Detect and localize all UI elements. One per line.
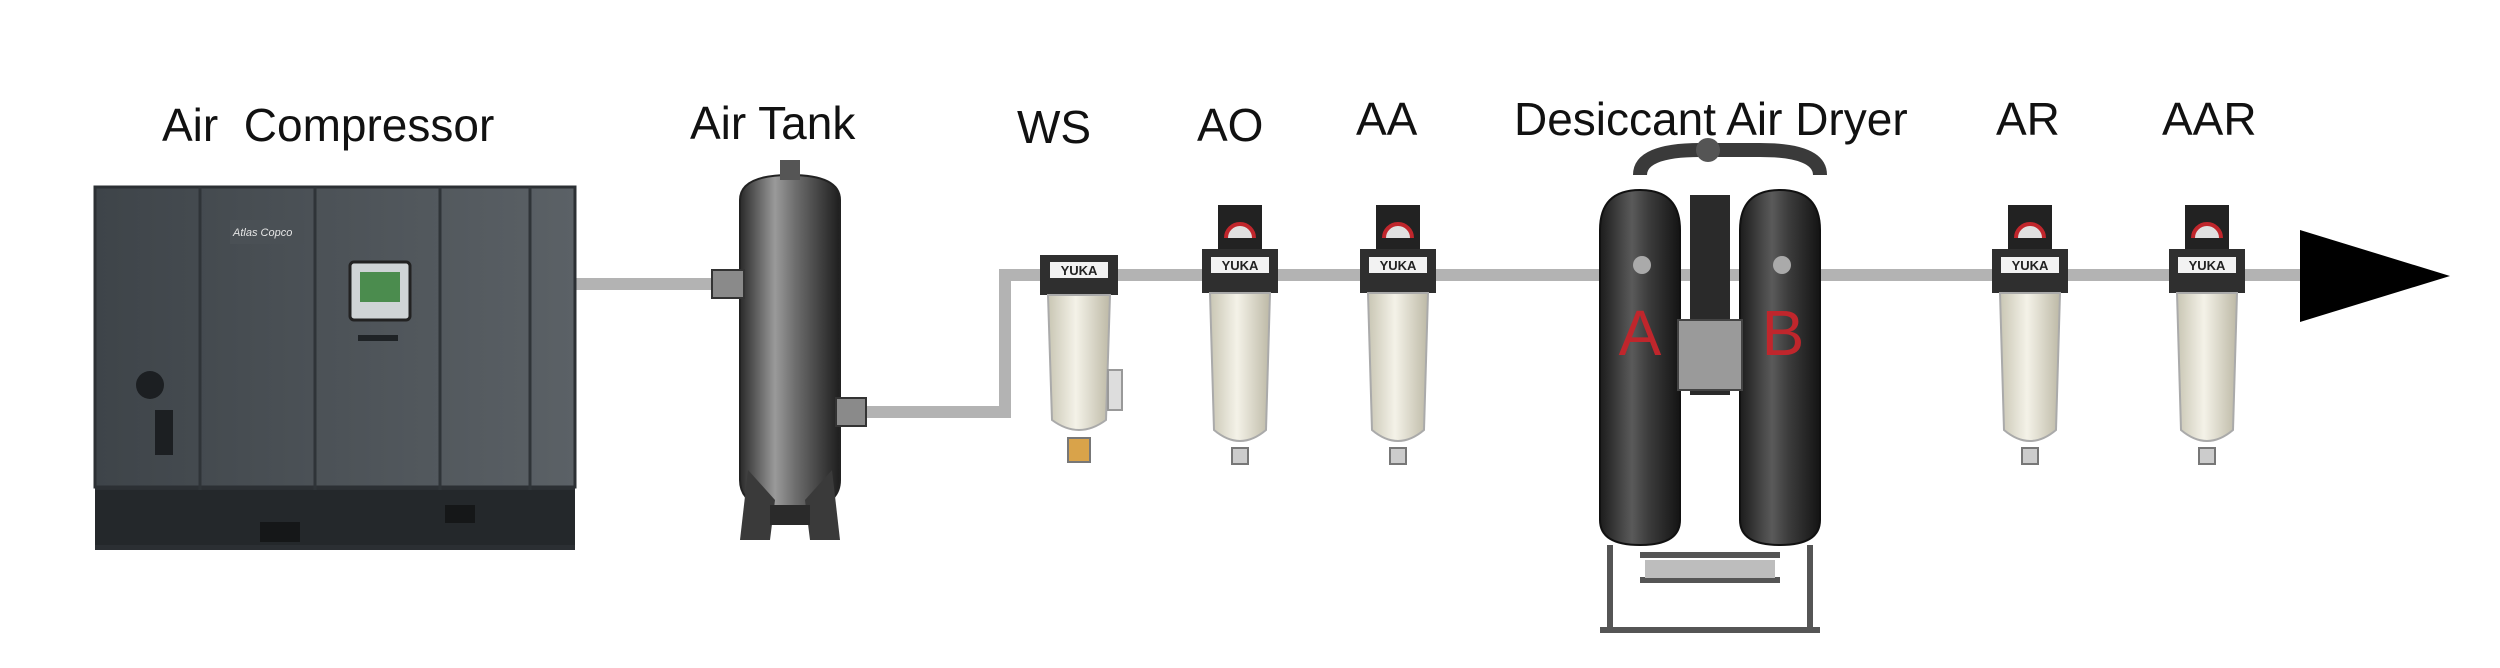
label-ar: AR: [1996, 93, 2060, 145]
dryer-tower-b: B: [1739, 188, 1821, 547]
tower-a-letter: A: [1619, 297, 1662, 369]
label-air-compressor: Air Compressor: [162, 99, 495, 151]
svg-text:YUKA: YUKA: [1380, 258, 1417, 273]
dryer-tower-a: A: [1599, 188, 1681, 547]
tower-b-letter: B: [1762, 297, 1805, 369]
svg-text:Atlas Copco: Atlas Copco: [232, 227, 292, 239]
label-aar: AAR: [2162, 93, 2257, 145]
filter-aa: YUKA: [1360, 205, 1436, 465]
air-tank: [711, 160, 867, 540]
label-aa: AA: [1356, 93, 1418, 145]
filter-ao: YUKA: [1202, 205, 1278, 465]
filter-ar: YUKA: [1992, 205, 2068, 465]
dryer-control-box: [1677, 319, 1743, 391]
label-ws: WS: [1017, 101, 1092, 153]
svg-text:YUKA: YUKA: [1222, 258, 1259, 273]
flow-arrow: [2300, 230, 2450, 322]
svg-text:YUKA: YUKA: [1061, 263, 1098, 278]
desiccant-air-dryer: A B: [1599, 138, 1827, 633]
label-desiccant-air-dryer: Desiccant Air Dryer: [1514, 93, 1908, 145]
svg-text:YUKA: YUKA: [2012, 258, 2049, 273]
svg-text:YUKA: YUKA: [2189, 258, 2226, 273]
atlas-copco-logo: Atlas Copco: [230, 220, 304, 244]
label-air-tank: Air Tank: [690, 97, 856, 149]
pipe-tank-to-ws: [860, 269, 1040, 418]
label-ao: AO: [1197, 99, 1264, 151]
filter-ws: YUKA: [1040, 255, 1123, 463]
filter-aar: YUKA: [2169, 205, 2245, 465]
air-compressor: Atlas Copco: [93, 185, 577, 550]
